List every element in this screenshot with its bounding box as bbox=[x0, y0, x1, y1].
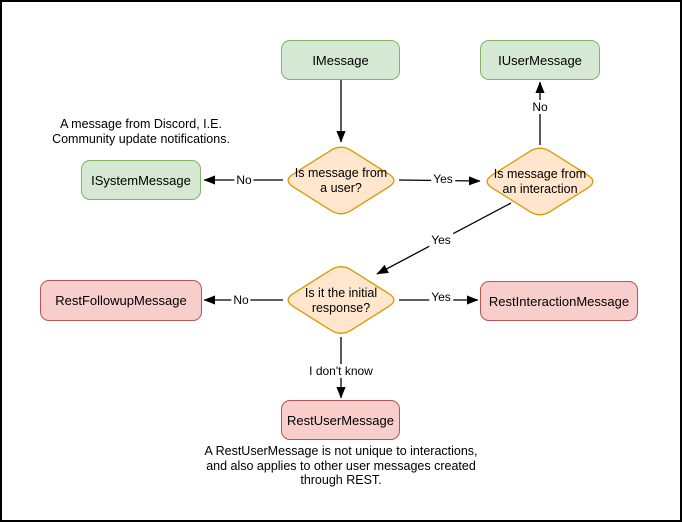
node-restfollowupmessage-label: RestFollowupMessage bbox=[55, 293, 187, 308]
decision-from-interaction-line2: an interaction bbox=[502, 182, 578, 196]
edge-label-no-usermessage: No bbox=[530, 100, 550, 114]
node-restinteractionmessage-label: RestInteractionMessage bbox=[488, 293, 630, 309]
node-restinteractionmessage: RestInteractionMessage bbox=[480, 281, 638, 321]
edge-label-idontknow: I don't know bbox=[307, 364, 375, 378]
node-restfollowupmessage: RestFollowupMessage bbox=[40, 280, 202, 321]
decision-from-user-line2: a user? bbox=[320, 181, 362, 195]
decision-from-interaction-line1: Is message from bbox=[493, 167, 587, 181]
decision-from-user-line1: Is message from bbox=[294, 166, 388, 180]
edge-label-yes-interactionmsg: Yes bbox=[429, 290, 453, 304]
decision-from-user-label: Is message from a user? bbox=[276, 166, 406, 196]
decision-initial-response-label: Is it the initial response? bbox=[276, 286, 406, 316]
node-isystemmessage-label: ISystemMessage bbox=[91, 172, 191, 188]
decision-initial-response-line1: Is it the initial bbox=[304, 286, 378, 300]
node-imessage: IMessage bbox=[281, 40, 400, 80]
annotation-rest-note: A RestUserMessage is not unique to inter… bbox=[171, 444, 511, 488]
edge-label-yes-initial: Yes bbox=[429, 233, 453, 247]
annotation-system-note-line2: Community update notifications. bbox=[52, 131, 230, 146]
node-restusermessage: RestUserMessage bbox=[281, 400, 400, 440]
decision-initial-response-line2: response? bbox=[311, 301, 371, 315]
node-isystemmessage: ISystemMessage bbox=[81, 160, 201, 200]
annotation-rest-note-line1: A RestUserMessage is not unique to inter… bbox=[204, 444, 478, 458]
annotation-rest-note-line3: through REST. bbox=[300, 473, 382, 487]
node-iusermessage-label: IUserMessage bbox=[498, 52, 582, 68]
node-restusermessage-label: RestUserMessage bbox=[287, 412, 394, 428]
node-iusermessage: IUserMessage bbox=[480, 40, 600, 80]
annotation-system-note: A message from Discord, I.E. Community u… bbox=[36, 117, 246, 146]
edge-label-no-followup: No bbox=[231, 293, 251, 307]
node-imessage-label: IMessage bbox=[312, 52, 369, 68]
edge-label-yes-interaction: Yes bbox=[431, 172, 455, 186]
annotation-system-note-line1: A message from Discord, I.E. bbox=[60, 117, 222, 131]
edge-label-no-system: No bbox=[234, 173, 254, 187]
annotation-rest-note-line2: and also applies to other user messages … bbox=[206, 458, 476, 473]
decision-from-interaction-label: Is message from an interaction bbox=[475, 167, 605, 197]
